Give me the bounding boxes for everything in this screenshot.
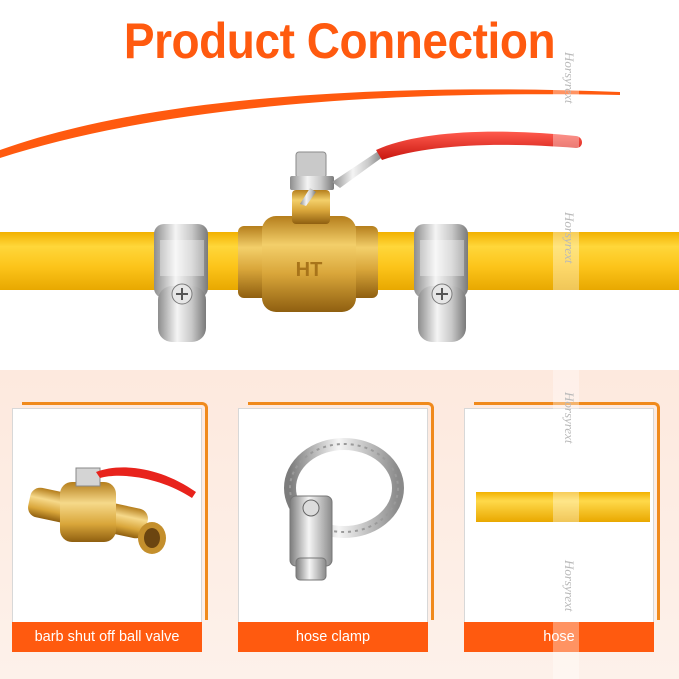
watermark-text: Horsyrext bbox=[562, 52, 577, 104]
card-label: hose clamp bbox=[238, 622, 428, 652]
clamp-left bbox=[154, 224, 208, 342]
card-frame bbox=[248, 402, 434, 620]
clamp-right bbox=[414, 224, 468, 342]
card-label: barb shut off ball valve bbox=[12, 622, 202, 652]
card-frame bbox=[22, 402, 208, 620]
ball-valve-photo-icon bbox=[28, 467, 196, 554]
yellow-hose-photo-icon bbox=[476, 492, 650, 522]
card-frame bbox=[474, 402, 660, 620]
watermark-text: Horsyrext bbox=[562, 392, 577, 444]
watermark-strip bbox=[553, 0, 579, 679]
watermark-text: Horsyrext bbox=[562, 560, 577, 612]
card-label: hose bbox=[464, 622, 654, 652]
ball-valve bbox=[238, 131, 582, 312]
swoosh-line bbox=[0, 89, 620, 158]
page-title: Product Connection bbox=[123, 13, 556, 69]
watermark-text: Horsyrext bbox=[562, 212, 577, 264]
product-card-ball-valve: barb shut off ball valve bbox=[12, 402, 208, 652]
product-card-hose: hose bbox=[464, 402, 660, 652]
valve-stamp: HT bbox=[296, 259, 323, 281]
hero-illustration: HT bbox=[0, 89, 679, 342]
hose-clamp-photo-icon bbox=[284, 438, 404, 581]
product-card-hose-clamp: hose clamp bbox=[238, 402, 434, 652]
